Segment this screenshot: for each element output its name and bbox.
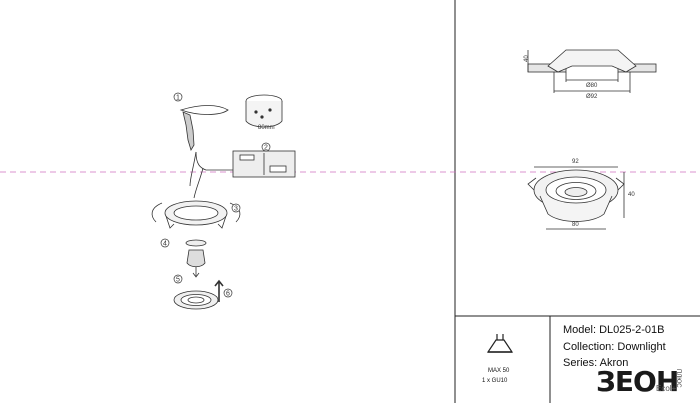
brand-logo-main: ЗЕОН xyxy=(596,365,679,398)
bulb-socket xyxy=(185,239,207,247)
terminal-slot xyxy=(239,154,255,161)
dim-iso-width: 92 xyxy=(572,159,579,165)
cutout-body xyxy=(245,101,283,128)
iso-ring-3 xyxy=(564,187,588,197)
wire xyxy=(193,167,204,199)
installation-diagram xyxy=(151,94,296,310)
step-4-label: 4 xyxy=(163,241,167,248)
brand-logo: ЗЕОН ПЛЮС Ecol+ xyxy=(596,363,700,403)
dim-top-height: 40 xyxy=(524,55,530,62)
cutout-dot xyxy=(268,108,272,112)
arrow-up xyxy=(214,279,224,302)
step-circle xyxy=(173,92,183,102)
fixture-profile xyxy=(547,49,637,73)
isometric-drawing xyxy=(527,166,625,230)
iso-body xyxy=(539,195,613,222)
terminal-slot xyxy=(269,165,287,173)
cutout-dot xyxy=(260,115,264,119)
cutout-dot xyxy=(254,110,258,114)
step-3-label: 3 xyxy=(234,206,238,213)
step-circle xyxy=(231,203,241,213)
step-markers: 1 2 3 4 5 6 xyxy=(160,92,271,298)
step-1-label: 1 xyxy=(176,95,180,102)
step-circle xyxy=(261,142,271,152)
bulb-type-icon xyxy=(486,334,514,353)
dim-top-outer: Ø92 xyxy=(586,94,598,100)
step-circle xyxy=(160,238,170,248)
spring-clip xyxy=(217,215,227,229)
wire xyxy=(195,151,236,171)
iso-ring-2 xyxy=(555,182,597,200)
dim-iso-height: 40 xyxy=(628,192,635,198)
rotate-arrow-right xyxy=(229,202,241,223)
rotate-arrow-left xyxy=(151,202,163,223)
dim-top-inner: Ø80 xyxy=(586,83,598,89)
step-2-label: 2 xyxy=(264,145,268,152)
iso-clip-left xyxy=(527,177,537,191)
brand-logo-vertical: ПЛЮС xyxy=(675,369,681,388)
spec-bulb: 1 x GU10 xyxy=(482,378,508,384)
step-6-label: 6 xyxy=(226,291,230,298)
ceiling-cut xyxy=(179,105,229,115)
step-5-label: 5 xyxy=(176,277,180,284)
cutout-size-label: 80mm xyxy=(258,125,275,131)
arrow-down xyxy=(192,267,200,278)
product-series: Series: Akron xyxy=(563,357,629,369)
side-view-drawing xyxy=(527,49,657,93)
product-model: Model: DL025-2-01B xyxy=(563,324,665,336)
spring-clip xyxy=(165,215,175,229)
fixture-ring-inner xyxy=(173,205,219,221)
spec-power: MAX 50 xyxy=(488,368,510,374)
product-collection: Collection: Downlight xyxy=(563,341,666,353)
step-circle xyxy=(173,274,183,284)
brand-logo-small: Ecol+ xyxy=(656,384,677,393)
dim-iso-bottom: 80 xyxy=(572,222,579,228)
retaining-ring-inner xyxy=(187,296,205,304)
hand-icon xyxy=(182,111,195,151)
retaining-ring-mid xyxy=(180,294,212,306)
wire xyxy=(189,151,197,187)
step-circle xyxy=(223,288,233,298)
bulb-icon xyxy=(186,249,206,268)
